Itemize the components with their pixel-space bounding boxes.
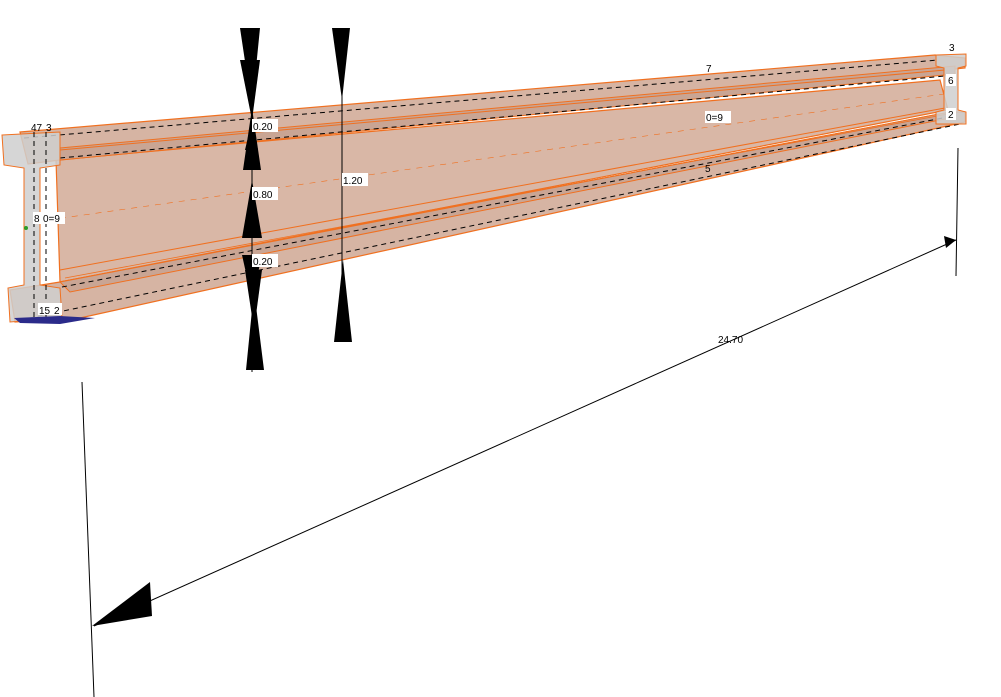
dim-beam-length: 24.70 <box>718 335 743 346</box>
label-right-mid: 6 <box>948 76 954 87</box>
dim-bottom-flange: 0.20 <box>253 257 273 268</box>
dim-top-flange: 0.20 <box>253 122 273 133</box>
label-left-mid-eq: 0=9 <box>43 214 60 225</box>
dimension-arrow-end <box>944 236 956 248</box>
label-right-bottom: 2 <box>948 110 954 121</box>
i-beam[interactable] <box>1 53 967 324</box>
beam-left-end-cap <box>1 131 63 323</box>
dimension-arrow-start <box>92 582 152 626</box>
label-center-eq: 0=9 <box>706 113 723 124</box>
dim-section-height: 1.20 <box>343 176 363 187</box>
label-top-edge: 7 <box>706 64 712 75</box>
label-left-mid: 8 <box>34 214 40 225</box>
label-right-top: 3 <box>949 43 955 54</box>
length-dimension[interactable] <box>81 147 959 697</box>
label-left-bottom-2: 2 <box>54 306 60 317</box>
dim-web-height: 0.80 <box>253 190 273 201</box>
label-left-top-id2: 3 <box>46 123 52 134</box>
labels: 47 3 8 0=9 15 2 3 6 2 7 0=9 5 0.20 0.80 … <box>31 43 956 346</box>
label-left-bottom-1: 15 <box>39 306 51 317</box>
support-marker <box>14 316 95 324</box>
beam-right-end-cap <box>935 53 967 125</box>
label-left-top-ids: 47 <box>31 123 43 134</box>
label-bottom-edge: 5 <box>705 164 711 175</box>
